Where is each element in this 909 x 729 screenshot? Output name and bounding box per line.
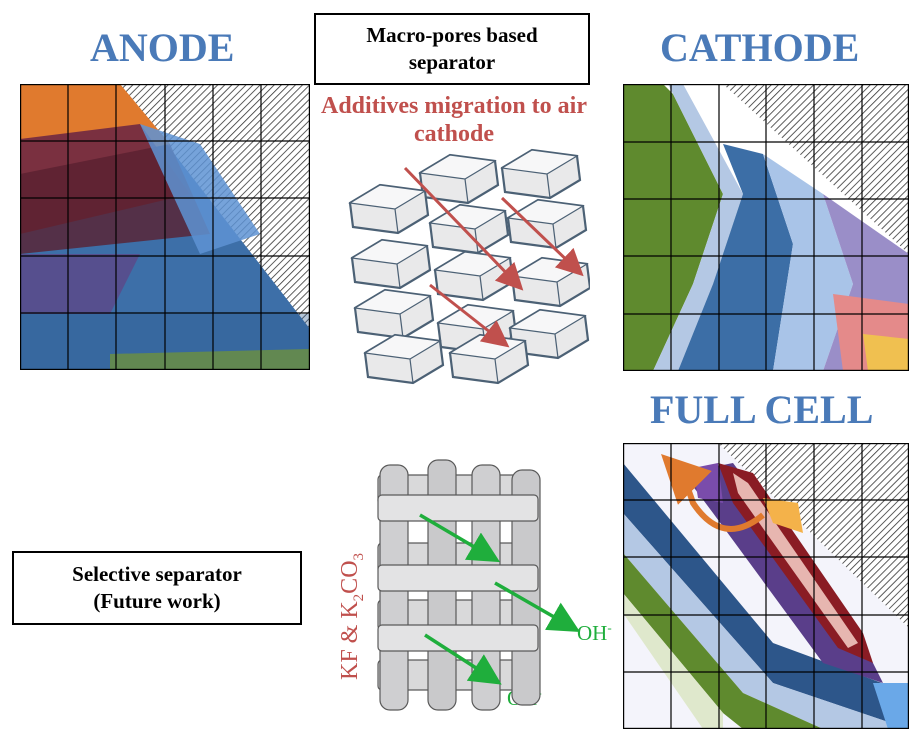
additives-migration-label: Additives migration to air cathode xyxy=(308,92,600,148)
selective-separator-box: Selective separator (Future work) xyxy=(12,551,302,625)
oh-arrow-2 xyxy=(494,581,581,632)
kf-sub2: 3 xyxy=(350,552,367,561)
kf-k2co3-label: KF & K2CO3 xyxy=(337,553,368,680)
oh-arrow-1 xyxy=(419,513,501,563)
selective-separator-illustration xyxy=(377,459,581,711)
anode-title: ANODE xyxy=(90,25,235,70)
migration-arrow-3 xyxy=(429,283,510,348)
separator-box-line1: Macro-pores based xyxy=(366,23,538,47)
selective-box-line2: (Future work) xyxy=(93,589,221,613)
macro-pores-separator-box: Macro-pores based separator xyxy=(314,13,590,85)
oh2-sup: - xyxy=(607,620,612,635)
oh2-base: OH xyxy=(577,621,608,645)
full-cell-contour-panel xyxy=(623,443,909,729)
macro-pores-separator-illustration xyxy=(348,148,590,385)
full-cell-title: FULL CELL xyxy=(650,387,874,432)
anode-contour-panel xyxy=(20,84,310,370)
hydroxide-label-2: OH- xyxy=(577,617,612,644)
oh-arrow-3 xyxy=(424,633,502,685)
kf-sub1: 2 xyxy=(350,593,367,602)
additives-line2: cathode xyxy=(414,121,494,147)
separator-box-line2: separator xyxy=(408,50,496,74)
additives-line1: Additives migration to air xyxy=(321,93,587,119)
migration-arrow-1 xyxy=(403,166,524,291)
kf-mid: CO xyxy=(337,560,363,594)
selective-box-line1: Selective separator xyxy=(72,562,242,586)
migration-arrow-2 xyxy=(500,196,584,277)
cathode-title: CATHODE xyxy=(660,25,860,70)
kf-prefix: KF & K xyxy=(337,601,363,680)
cathode-contour-panel xyxy=(623,84,909,371)
